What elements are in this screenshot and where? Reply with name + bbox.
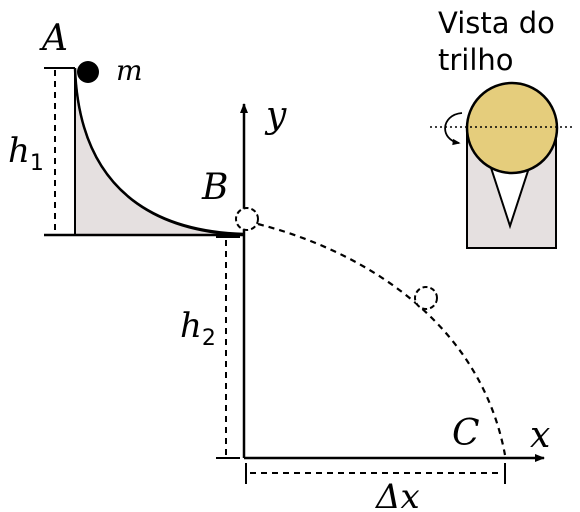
label-h1: h1 [8,131,44,176]
inset-title-line2: trilho [438,43,514,77]
ramp-track [74,67,241,236]
label-point-b: B [201,167,228,208]
ramp-curve [73,67,245,236]
track-ball [465,81,559,175]
label-y-axis: y [264,95,287,136]
projectile-trajectory [257,222,507,456]
label-h2: h2 [180,306,216,351]
label-point-a: A [39,18,68,59]
ball-position-b [235,207,259,231]
inset-title-line1: Vista do [438,6,555,40]
label-delta-x: Δx [374,477,420,512]
label-x-axis: x [530,415,550,456]
rotation-arrow [444,112,463,146]
label-point-c: C [452,413,480,454]
ball-position-mid [414,286,438,310]
mass-ball [77,61,99,83]
label-mass: m [116,54,143,87]
